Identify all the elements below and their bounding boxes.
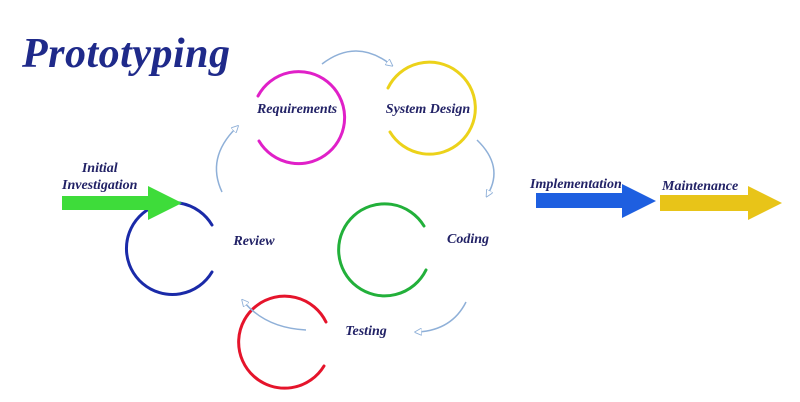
testing-label: Testing bbox=[345, 324, 387, 339]
coding-label: Coding bbox=[446, 232, 490, 247]
cycle-arrow-coding-to-testing bbox=[418, 301, 467, 332]
cycle-arrow-requirements-to-design bbox=[321, 50, 390, 64]
maintenance-arrow bbox=[660, 186, 782, 220]
requirements-label: Requirements bbox=[256, 102, 338, 117]
requirements-circle bbox=[256, 70, 347, 166]
implementation-arrow bbox=[536, 184, 656, 218]
review-circle bbox=[125, 201, 214, 296]
maintenance-label: Maintenance bbox=[662, 179, 739, 194]
page-title: Prototyping bbox=[22, 31, 231, 77]
review-label: Review bbox=[233, 234, 275, 249]
implementation-label: Implementation bbox=[530, 177, 622, 192]
cycle-arrow-review-to-requirements bbox=[215, 128, 236, 193]
testing-circle bbox=[237, 294, 328, 390]
cycle-arrow-testing-to-review bbox=[244, 302, 307, 331]
system-design-circle bbox=[386, 60, 477, 156]
system-design-label: System Design bbox=[385, 102, 471, 117]
cycle-arrow-design-to-coding bbox=[476, 139, 495, 194]
initial-investigation-arrow bbox=[62, 186, 182, 220]
coding-circle bbox=[337, 202, 428, 298]
initial-investigation-label: Initial Investigation bbox=[62, 161, 138, 193]
